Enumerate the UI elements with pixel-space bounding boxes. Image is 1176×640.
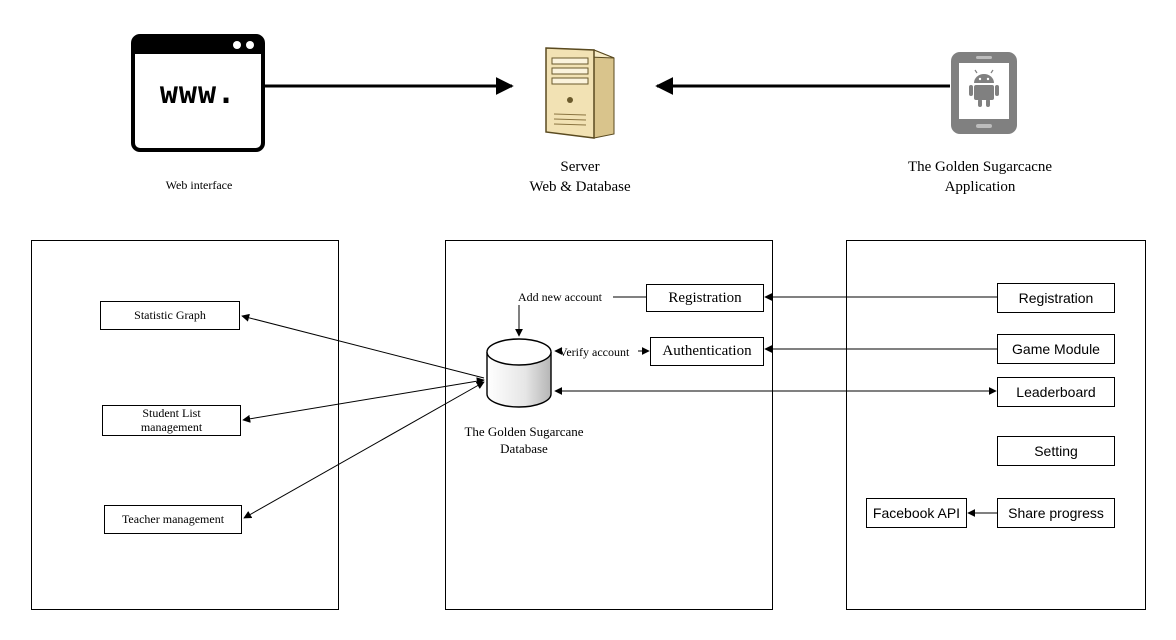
web-icon-text: www.	[159, 76, 237, 111]
teacher-management-box: Teacher management	[104, 505, 242, 534]
database-cylinder-icon	[484, 336, 554, 410]
app-caption: The Golden Sugarcacne Application	[907, 159, 1053, 195]
game-module-box: Game Module	[997, 334, 1115, 364]
authentication-box: Authentication	[650, 337, 764, 366]
verify-account-label: Verify account	[559, 345, 630, 359]
web-browser-icon	[131, 34, 265, 152]
share-progress-box: Share progress	[997, 498, 1115, 528]
add-new-account-label: Add new account	[518, 290, 602, 304]
android-phone-icon	[949, 50, 1019, 136]
student-list-box: Student List management	[102, 405, 241, 436]
registration-server-box: Registration	[646, 284, 764, 312]
facebook-api-box: Facebook API	[866, 498, 967, 528]
server-tower-icon	[540, 44, 616, 140]
database-caption: The Golden Sugarcane Database	[464, 424, 584, 456]
server-caption: Server Web & Database	[529, 159, 631, 195]
registration-app-box: Registration	[997, 283, 1115, 313]
leaderboard-box: Leaderboard	[997, 377, 1115, 407]
web-interface-caption: Web interface	[165, 178, 233, 192]
statistic-graph-box: Statistic Graph	[100, 301, 240, 330]
setting-box: Setting	[997, 436, 1115, 466]
